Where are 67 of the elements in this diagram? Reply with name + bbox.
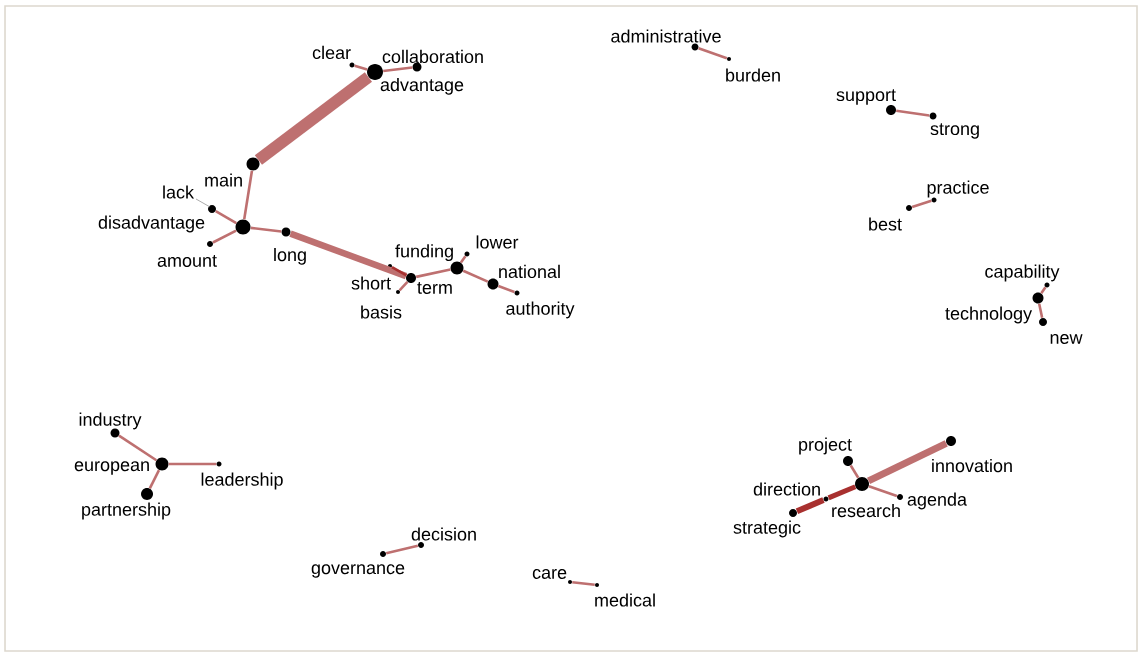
word-label: lower <box>476 235 519 249</box>
network-link <box>215 210 237 225</box>
network-link <box>354 64 368 71</box>
network-link <box>289 230 408 280</box>
word-label: new <box>1050 334 1083 344</box>
network-link <box>391 266 408 277</box>
network-link <box>868 485 898 498</box>
word-label: strong <box>930 123 979 139</box>
word-label: basis <box>361 305 402 319</box>
network-link <box>462 269 489 283</box>
word-label: funding <box>395 244 453 262</box>
word-label: clear <box>312 45 351 60</box>
word-label: european <box>74 461 149 475</box>
network-link <box>459 255 467 264</box>
word-label: support <box>836 89 896 105</box>
network-link <box>118 434 158 462</box>
network-link <box>1040 286 1047 294</box>
network-link <box>415 268 451 279</box>
network-link <box>572 580 595 587</box>
network-link <box>497 284 515 294</box>
network-link <box>242 170 254 220</box>
word-label: capability <box>985 264 1060 282</box>
network-link <box>168 462 217 466</box>
word-label: main <box>205 173 242 187</box>
network-link <box>148 469 161 489</box>
word-label: disadvantage <box>98 215 205 233</box>
word-label: project <box>799 437 852 455</box>
network-link <box>911 199 932 209</box>
word-label: amount <box>157 255 217 267</box>
network-link <box>1037 303 1044 319</box>
word-label: industry <box>79 412 142 430</box>
word-label: national <box>499 264 560 279</box>
network-link <box>398 280 409 292</box>
word-label: collaboration <box>382 49 483 64</box>
network-link <box>849 464 860 479</box>
network-link <box>250 226 282 233</box>
word-label: strategic <box>733 520 801 538</box>
word-label: research <box>832 503 900 518</box>
word-label: advantage <box>380 77 464 95</box>
word-label: technology <box>945 306 1033 324</box>
network-link <box>254 72 372 165</box>
word-label: term <box>417 282 452 294</box>
network-link <box>867 440 948 484</box>
word-label: practice <box>927 180 989 198</box>
word-label: best <box>869 217 902 231</box>
word-label: authority <box>506 301 575 319</box>
word-label: long <box>274 247 306 265</box>
word-label: medical <box>595 593 655 607</box>
network-link <box>698 47 728 60</box>
word-label: burden <box>726 68 780 82</box>
network-link <box>896 109 930 117</box>
network-link <box>383 66 413 73</box>
word-label: short <box>351 276 391 290</box>
word-label: partnership <box>82 502 171 520</box>
word-label: governance <box>311 564 405 578</box>
network-link <box>385 544 419 555</box>
network-link <box>795 497 825 515</box>
word-label: administrative <box>611 29 721 43</box>
word-label: lack <box>163 185 195 199</box>
word-label: direction <box>753 482 820 496</box>
word-label: innovation <box>932 458 1012 473</box>
word-label: decision <box>411 527 476 541</box>
word-label: agenda <box>907 492 967 510</box>
network-link <box>212 229 237 244</box>
network-link <box>827 484 857 501</box>
word-label: care <box>532 569 567 579</box>
word-label: leadership <box>201 472 283 490</box>
